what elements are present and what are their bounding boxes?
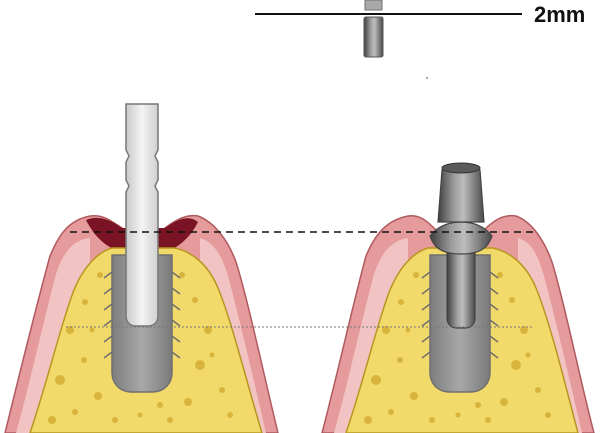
scale-label: 2mm xyxy=(534,2,585,27)
abutment xyxy=(429,162,493,329)
panel-impression-coping xyxy=(4,103,279,433)
panel-abutment xyxy=(321,162,595,433)
impression-coping-tool xyxy=(125,103,159,327)
scale-screw-icon xyxy=(363,0,384,58)
marker-dot xyxy=(426,77,428,79)
scale-bar: 2mm xyxy=(255,0,585,58)
